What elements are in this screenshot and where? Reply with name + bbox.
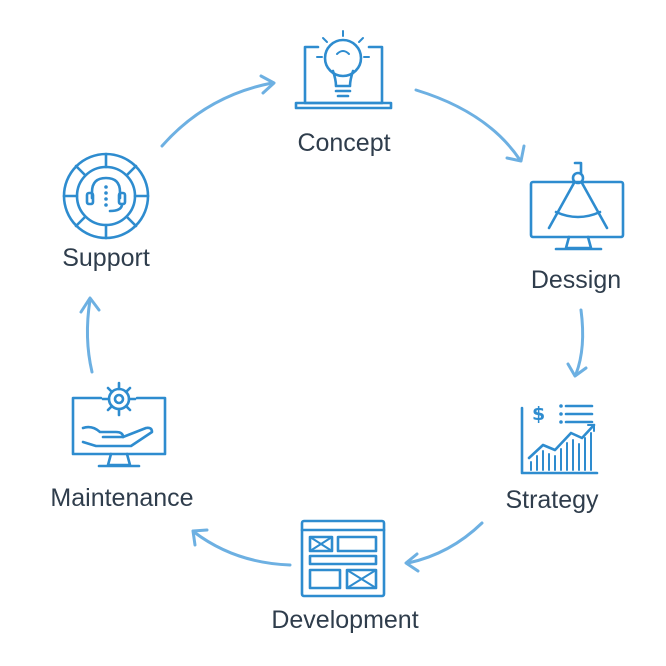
stage-label-support: Support (62, 244, 150, 272)
arrow-support-to-concept (160, 74, 276, 148)
arrow-concept-to-design (414, 88, 526, 163)
headset-support-icon (62, 152, 150, 240)
stage-label-maintenance: Maintenance (50, 484, 194, 512)
arrow-maintenance-to-support (79, 296, 101, 374)
stage-label-development: Development (271, 606, 419, 634)
arrow-design-to-strategy (566, 308, 588, 378)
stage-label-design: Dessign (530, 266, 622, 294)
arrow-development-to-maintenance (191, 528, 292, 567)
arrow-strategy-to-development (404, 521, 484, 573)
gear-hand-monitor-icon (71, 381, 167, 468)
stage-label-concept: Concept (297, 129, 391, 157)
compass-monitor-icon (529, 161, 625, 251)
financial-chart-icon: $ (520, 403, 599, 475)
wireframe-layout-icon (300, 519, 386, 598)
lightbulb-laptop-icon (294, 30, 393, 110)
svg-text:$: $ (532, 403, 545, 425)
stage-label-strategy: Strategy (505, 486, 599, 514)
